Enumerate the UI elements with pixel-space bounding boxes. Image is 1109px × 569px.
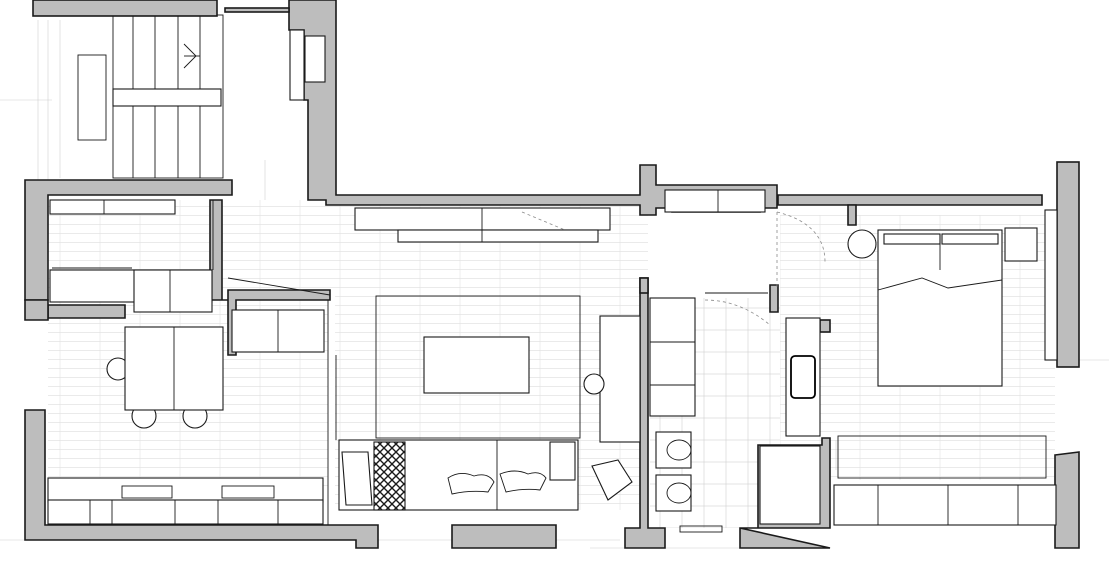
- bathroom: [649, 211, 826, 533]
- bedroom: [833, 209, 1058, 526]
- windows: [49, 29, 766, 215]
- dining-table: [106, 277, 331, 429]
- built-in-storage: [354, 207, 611, 243]
- sideboard: [47, 300, 337, 525]
- kitchen-units: [49, 200, 214, 313]
- stairs: [59, 14, 224, 179]
- living-room: [338, 295, 641, 511]
